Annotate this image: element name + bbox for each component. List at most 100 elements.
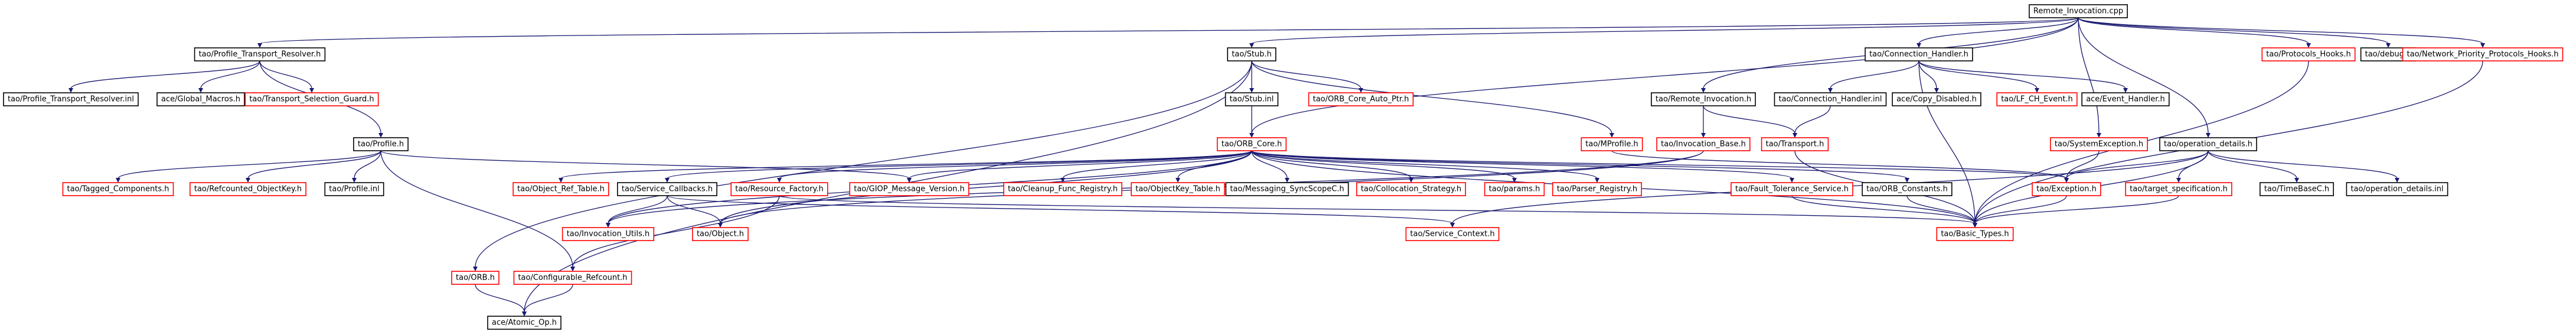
node-box <box>730 182 828 196</box>
node-tao-profile-h[interactable]: tao/Profile.h <box>353 137 409 151</box>
node-tao-orb-constants-h[interactable]: tao/ORB_Constants.h <box>1862 182 1953 196</box>
node-tao-transport-selection-guard-h[interactable]: tao/Transport_Selection_Guard.h <box>244 92 379 106</box>
node-label: tao/target_specification.h <box>2130 185 2228 194</box>
node-tao-connection-handler-inl[interactable]: tao/Connection_Handler.inl <box>1774 92 1887 106</box>
node-tao-service-context-h[interactable]: tao/Service_Context.h <box>1405 227 1500 241</box>
node-tao-refcounted-objectkey-h[interactable]: tao/Refcounted_ObjectKey.h <box>190 182 306 196</box>
arrowhead-root-to-npph <box>2480 43 2485 48</box>
node-label: tao/Connection_Handler.inl <box>1778 95 1882 104</box>
node-box <box>1656 137 1751 151</box>
edge-ch_h-to-lf_ch_event <box>1918 60 2038 89</box>
arrowhead-op_details_h-to-op_details_inl <box>2395 178 2399 183</box>
node-tao-fault-tolerance-service-h[interactable]: tao/Fault_Tolerance_Service.h <box>1731 182 1853 196</box>
node-tao-parser-registry-h[interactable]: tao/Parser_Registry.h <box>1552 182 1642 196</box>
node-tao-target-specification-h[interactable]: tao/target_specification.h <box>2125 182 2232 196</box>
edge-root-to-op_details_h <box>2078 17 2209 134</box>
node-tao-orb-h[interactable]: tao/ORB.h <box>451 271 499 285</box>
arrowhead-ptr_h-to-tsg <box>309 88 314 93</box>
node-label: tao/ORB_Core.h <box>1222 140 1282 149</box>
node-tao-messaging-syncscopec-h[interactable]: tao/Messaging_SyncScopeC.h <box>1225 182 1349 196</box>
node-remote-invocation-cpp[interactable]: Remote_Invocation.cpp <box>2029 4 2128 18</box>
node-tao-service-callbacks-h[interactable]: tao/Service_Callbacks.h <box>617 182 717 196</box>
node-tao-lf-ch-event-h[interactable]: tao/LF_CH_Event.h <box>1996 92 2078 106</box>
node-tao-collocation-strategy-h[interactable]: tao/Collocation_Strategy.h <box>1356 182 1466 196</box>
arrowhead-root-to-debug_h <box>2386 43 2391 48</box>
edge-orb_core_h-to-giop_msg_ver <box>909 150 1252 179</box>
node-label: tao/ORB_Core_Auto_Ptr.h <box>1313 95 1409 104</box>
node-tao-invocation-utils-h[interactable]: tao/Invocation_Utils.h <box>561 227 655 241</box>
node-ace-atomic-op-h[interactable]: ace/Atomic_Op.h <box>487 316 561 330</box>
arrowhead-remote_inv_h-to-inv_base_h <box>1701 133 1706 138</box>
node-tao-network-priority-protocols-hooks-h[interactable]: tao/Network_Priority_Protocols_Hooks.h <box>2402 47 2564 61</box>
arrowhead-profile_h-to-refcounted_objkey <box>246 178 250 183</box>
node-ace-copy-disabled-h[interactable]: ace/Copy_Disabled.h <box>1892 92 1981 106</box>
arrowhead-profile_h-to-tagged_comp <box>116 178 120 183</box>
node-tao-mprofile-h[interactable]: tao/MProfile.h <box>1581 137 1643 151</box>
node-box <box>1892 92 1981 106</box>
node-tao-debug-h[interactable]: tao/debug.h <box>2360 47 2417 61</box>
node-tao-configurable-refcount-h[interactable]: tao/Configurable_Refcount.h <box>513 271 632 285</box>
edge-mprofile_h-to-exception_h <box>1611 150 2067 179</box>
node-tao-object-ref-table-h[interactable]: tao/Object_Ref_Table.h <box>512 182 609 196</box>
node-tao-tagged-components-h[interactable]: tao/Tagged_Components.h <box>62 182 174 196</box>
edge-service_callbacks-to-service_context <box>667 195 1453 224</box>
node-box <box>1484 182 1545 196</box>
edge-op_details_h-to-exception_h <box>2066 150 2209 179</box>
arrowhead-stub_h-to-orb_h <box>473 267 478 271</box>
nodes-layer: Remote_Invocation.cpp tao/Profile_Transpo… <box>3 4 2564 330</box>
node-tao-stub-h[interactable]: tao/Stub.h <box>1227 47 1276 61</box>
node-label: tao/Profile.h <box>358 140 404 149</box>
node-tao-profile-transport-resolver-inl[interactable]: tao/Profile_Transport_Resolver.inl <box>3 92 139 106</box>
node-tao-protocols-hooks-h[interactable]: tao/Protocols_Hooks.h <box>2261 47 2356 61</box>
node-tao-cleanup-func-registry-h[interactable]: tao/Cleanup_Func_Registry.h <box>1003 182 1122 196</box>
node-tao-profile-inl[interactable]: tao/Profile.inl <box>324 182 384 196</box>
arrowhead-stub_h-to-stub_inl <box>1249 88 1254 93</box>
node-ace-global-macros-h[interactable]: ace/Global_Macros.h <box>156 92 245 106</box>
node-tao-remote-invocation-h[interactable]: tao/Remote_Invocation.h <box>1651 92 1756 106</box>
node-tao-systemexception-h[interactable]: tao/SystemException.h <box>2050 137 2148 151</box>
edge-orb_core_h-to-orb_constants <box>1251 150 1908 179</box>
node-tao-exception-h[interactable]: tao/Exception.h <box>2032 182 2101 196</box>
node-tao-orb-core-h[interactable]: tao/ORB_Core.h <box>1216 137 1287 151</box>
node-box <box>2260 182 2334 196</box>
node-label: tao/ObjectKey_Table.h <box>1135 185 1220 194</box>
arrowhead-orb_core_h-to-objectkey_table <box>1176 178 1180 183</box>
arrowhead-orb_core_h-to-obj_ref_table <box>559 178 563 183</box>
node-label: tao/Protocols_Hooks.h <box>2266 50 2350 59</box>
node-box <box>244 92 379 106</box>
node-box <box>1131 182 1225 196</box>
node-tao-basic-types-h[interactable]: tao/Basic_Types.h <box>1936 227 2014 241</box>
node-tao-profile-transport-resolver-h[interactable]: tao/Profile_Transport_Resolver.h <box>194 47 326 61</box>
node-ace-event-handler-h[interactable]: ace/Event_Handler.h <box>2081 92 2170 106</box>
node-tao-stub-inl[interactable]: tao/Stub.inl <box>1225 92 1279 106</box>
edge-orb_core_h-to-service_callbacks <box>667 150 1252 179</box>
node-label: tao/ORB.h <box>456 274 495 283</box>
node-tao-objectkey-table-h[interactable]: tao/ObjectKey_Table.h <box>1131 182 1225 196</box>
node-tao-params-h[interactable]: tao/params.h <box>1484 182 1545 196</box>
node-tao-orb-core-auto-ptr-h[interactable]: tao/ORB_Core_Auto_Ptr.h <box>1308 92 1414 106</box>
edge-ptr_h-to-global_macros <box>200 60 260 89</box>
node-tao-resource-factory-h[interactable]: tao/Resource_Factory.h <box>730 182 828 196</box>
edge-resource_factory-to-config_refcount <box>572 195 780 268</box>
node-tao-giop-message-version-h[interactable]: tao/GIOP_Message_Version.h <box>849 182 969 196</box>
node-box <box>1731 182 1853 196</box>
node-tao-timebasec-h[interactable]: tao/TimeBaseC.h <box>2260 182 2334 196</box>
node-tao-operation-details-h[interactable]: tao/operation_details.h <box>2159 137 2257 151</box>
edges-layer <box>68 17 2485 316</box>
node-box <box>451 271 499 285</box>
edge-root-to-orb_core_h <box>1251 17 2079 134</box>
edge-orb_core_h-to-cleanup_func_reg <box>1062 150 1252 179</box>
node-tao-transport-h[interactable]: tao/Transport.h <box>1761 137 1829 151</box>
node-box <box>1936 227 2014 241</box>
node-tao-operation-details-inl[interactable]: tao/operation_details.inl <box>2346 182 2448 196</box>
edge-orb_core_h-to-fault_tol <box>1251 150 1793 179</box>
node-label: tao/LF_CH_Event.h <box>2001 95 2073 104</box>
arrowhead-op_details_h-to-target_spec <box>2176 178 2181 183</box>
node-tao-connection-handler-h[interactable]: tao/Connection_Handler.h <box>1865 47 1973 61</box>
node-tao-object-h[interactable]: tao/Object.h <box>692 227 749 241</box>
edge-ch_h-to-ch_inl <box>1830 60 1919 89</box>
edge-remote_inv_h-to-transport_h <box>1703 105 1795 134</box>
node-tao-invocation-base-h[interactable]: tao/Invocation_Base.h <box>1656 137 1751 151</box>
node-box <box>513 271 632 285</box>
